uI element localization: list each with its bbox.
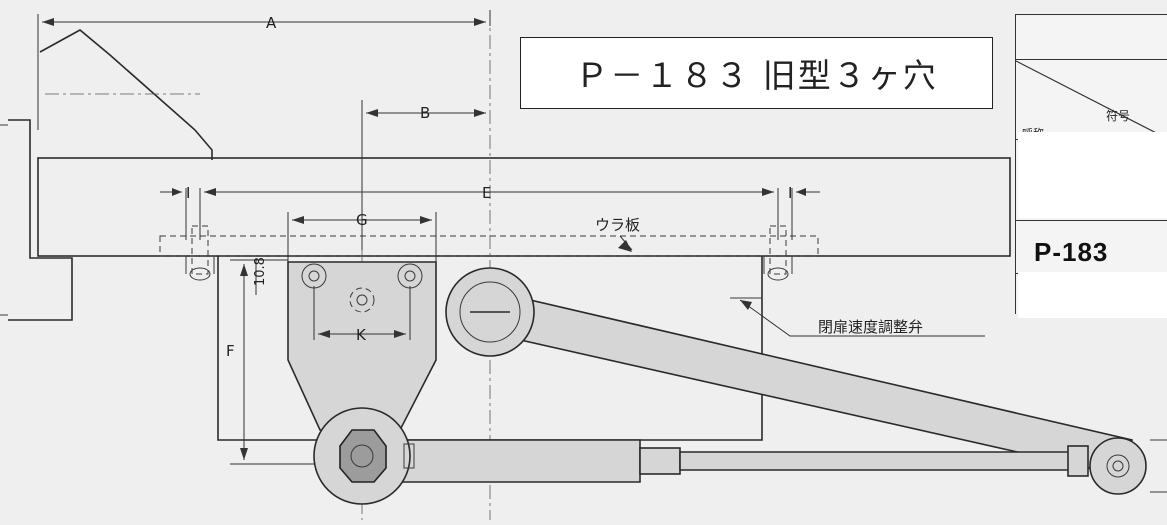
masked-area xyxy=(1018,272,1167,318)
label-i-right: I xyxy=(788,184,792,202)
wall-frame xyxy=(0,119,73,321)
main-arm xyxy=(445,267,1133,477)
top-bracket xyxy=(39,29,213,160)
label-e: E xyxy=(482,184,491,202)
spec-model: P-183 xyxy=(1034,237,1109,267)
door-body xyxy=(37,157,1011,281)
leader-lines xyxy=(618,235,985,337)
label-f: F xyxy=(226,342,235,360)
dim-e xyxy=(160,188,820,240)
lower-pivot xyxy=(313,407,415,505)
dim-a xyxy=(37,10,491,130)
drawing-title: Ｐ－１８３ 旧型３ヶ穴 xyxy=(520,37,993,109)
arm-shoe xyxy=(1089,437,1167,495)
spec-row-divider xyxy=(1016,220,1167,221)
label-k: K xyxy=(356,326,367,344)
label-a: A xyxy=(266,14,277,32)
label-b: B xyxy=(420,104,430,122)
label-speed-valve: 閉扉速度調整弁 xyxy=(818,318,923,336)
dim-b xyxy=(361,100,486,250)
spec-header-diagonal xyxy=(1016,60,1167,140)
adjusting-rod xyxy=(399,439,1089,483)
dim-k xyxy=(313,286,411,340)
spec-header-symbol: 符号 xyxy=(1106,109,1131,123)
label-10-8: 10.8 xyxy=(253,257,268,286)
dim-f xyxy=(230,259,320,465)
masked-area xyxy=(1018,132,1167,218)
spec-row-divider xyxy=(1016,59,1167,60)
label-g: G xyxy=(356,211,368,229)
label-i-left: I xyxy=(186,184,190,202)
dim-g xyxy=(287,212,437,262)
label-back-plate: ウラ板 xyxy=(595,216,640,234)
mounting-plate xyxy=(287,261,437,431)
